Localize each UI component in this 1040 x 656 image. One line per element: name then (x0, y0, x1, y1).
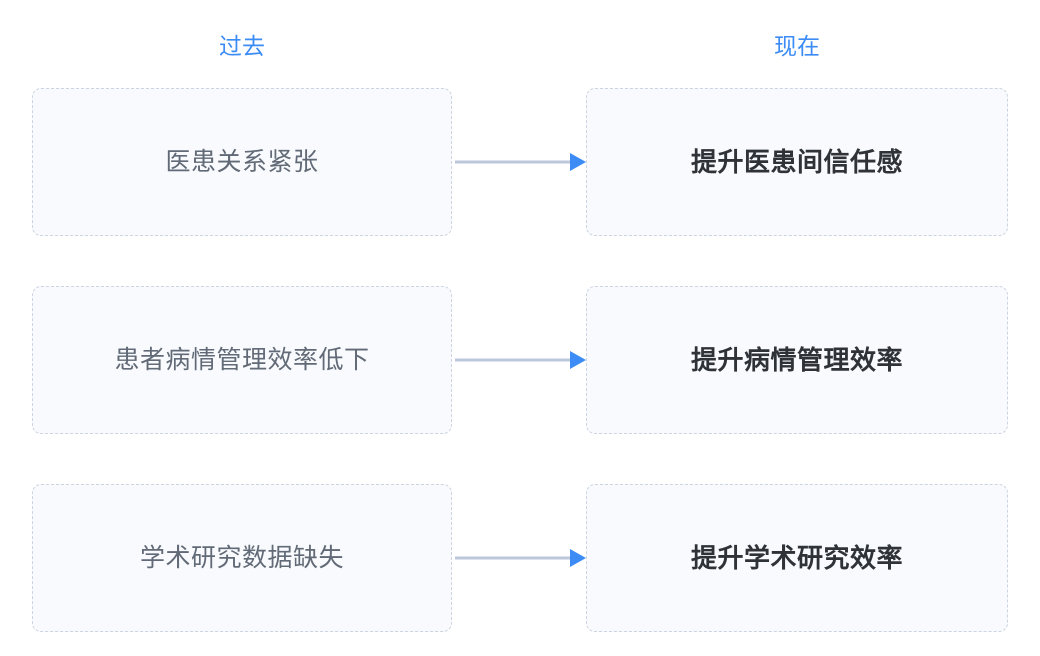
past-state-box[interactable]: 患者病情管理效率低下 (32, 286, 452, 434)
past-state-label: 医患关系紧张 (165, 148, 319, 176)
comparison-row: 患者病情管理效率低下 提升病情管理效率 (0, 286, 1040, 434)
present-state-box[interactable]: 提升医患间信任感 (586, 88, 1008, 236)
row-connector (452, 546, 586, 570)
column-header-past: 过去 (219, 33, 265, 59)
present-state-label: 提升病情管理效率 (690, 345, 903, 375)
present-state-label: 提升医患间信任感 (690, 147, 903, 177)
past-state-box[interactable]: 医患关系紧张 (32, 88, 452, 236)
row-connector (452, 150, 586, 174)
comparison-row: 医患关系紧张 提升医患间信任感 (0, 88, 1040, 236)
present-state-box[interactable]: 提升学术研究效率 (586, 484, 1008, 632)
comparison-row: 学术研究数据缺失 提升学术研究效率 (0, 484, 1040, 632)
past-state-label: 学术研究数据缺失 (139, 544, 344, 572)
present-state-label: 提升学术研究效率 (690, 543, 903, 573)
past-state-box[interactable]: 学术研究数据缺失 (32, 484, 452, 632)
past-state-label: 患者病情管理效率低下 (114, 346, 370, 374)
present-state-box[interactable]: 提升病情管理效率 (586, 286, 1008, 434)
row-connector (452, 348, 586, 372)
column-header-present: 现在 (774, 33, 820, 59)
